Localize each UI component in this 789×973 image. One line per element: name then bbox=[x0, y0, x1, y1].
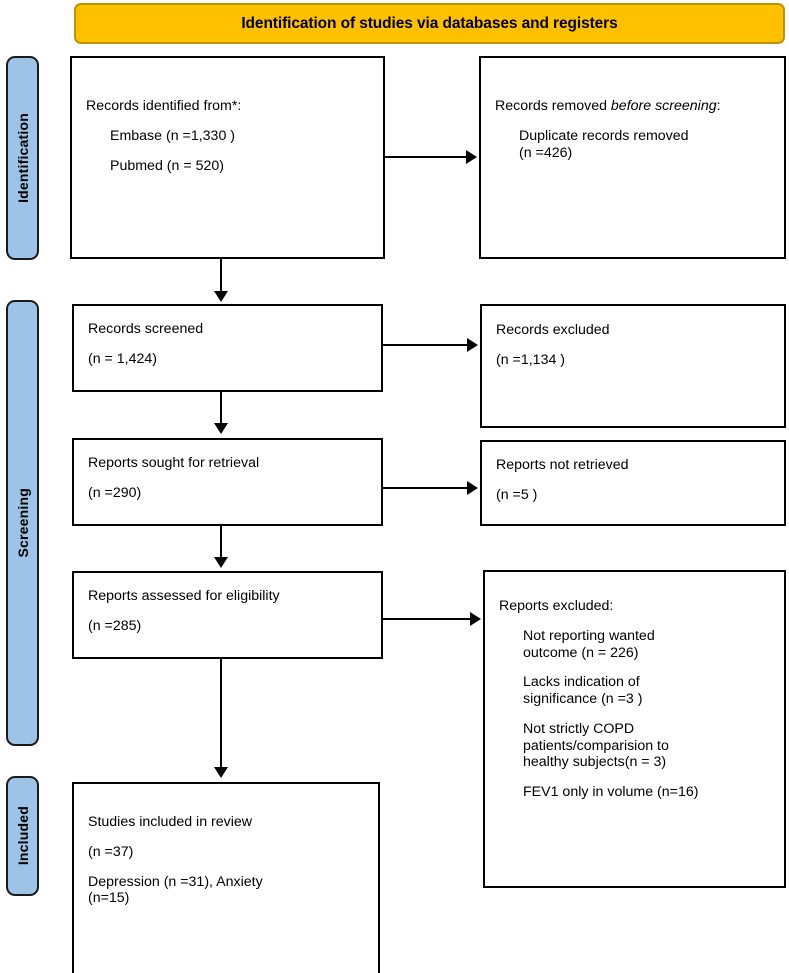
duplicate-records-removed-count: (n =426) bbox=[519, 144, 573, 161]
records-identified-source-embase: Embase (n =1,330 ) bbox=[110, 127, 235, 144]
duplicate-records-removed-label: Duplicate records removed bbox=[519, 127, 689, 144]
banner-title: Identification of studies via databases … bbox=[241, 14, 618, 32]
node-studies-included: Studies included in review (n =37) Depre… bbox=[72, 782, 380, 973]
reports-excluded-reason-1-line-1: Not reporting wanted bbox=[523, 627, 655, 644]
node-reports-not-retrieved: Reports not retrieved (n =5 ) bbox=[480, 440, 786, 526]
records-screened-title: Records screened bbox=[88, 321, 204, 337]
stage-identification-text: Identification bbox=[14, 113, 31, 203]
reports-excluded-title: Reports excluded: bbox=[499, 598, 614, 614]
node-reports-sought-body: Reports sought for retrieval (n =290) bbox=[88, 455, 371, 502]
reports-excluded-reason-3-line-1: Not strictly COPD bbox=[523, 720, 635, 737]
arrowhead-screened-to-sought bbox=[214, 423, 228, 434]
connector-screened-to-records-excluded bbox=[383, 344, 469, 346]
node-records-screened: Records screened (n = 1,424) bbox=[72, 304, 383, 392]
reports-excluded-reason-2-line-1: Lacks indication of bbox=[523, 674, 640, 691]
connector-identified-to-removed bbox=[385, 156, 468, 158]
diagram-banner: Identification of studies via databases … bbox=[74, 3, 785, 44]
node-records-excluded: Records excluded (n =1,134 ) bbox=[480, 304, 786, 428]
node-records-removed-body: Records removed before screening: Duplic… bbox=[495, 98, 774, 161]
reports-excluded-reason-3-line-3: healthy subjects(n = 3) bbox=[523, 754, 667, 771]
node-records-screened-body: Records screened (n = 1,424) bbox=[88, 321, 371, 368]
reports-not-retrieved-title: Reports not retrieved bbox=[496, 457, 629, 473]
node-reports-excluded: Reports excluded: Not reporting wanted o… bbox=[483, 570, 786, 888]
connector-sought-to-not-retrieved bbox=[383, 487, 469, 489]
records-screened-count: (n = 1,424) bbox=[88, 350, 158, 367]
node-records-identified: Records identified from*: Embase (n =1,3… bbox=[70, 56, 385, 259]
records-excluded-title: Records excluded bbox=[496, 322, 610, 338]
records-removed-title-emphasis: before screening bbox=[610, 98, 717, 114]
arrowhead-identified-to-removed bbox=[466, 150, 477, 164]
node-records-identified-body: Records identified from*: Embase (n =1,3… bbox=[86, 98, 373, 174]
stage-screening-text: Screening bbox=[14, 488, 31, 558]
reports-excluded-reason-1-line-2: outcome (n = 226) bbox=[523, 644, 639, 661]
node-reports-assessed: Reports assessed for eligibility (n =285… bbox=[72, 571, 383, 659]
reports-sought-title: Reports sought for retrieval bbox=[88, 455, 260, 471]
connector-identified-to-screened bbox=[220, 259, 222, 293]
reports-assessed-title: Reports assessed for eligibility bbox=[88, 588, 280, 604]
connector-assessed-to-included bbox=[220, 659, 222, 769]
connector-assessed-to-reports-excluded bbox=[383, 618, 472, 620]
stage-included-text: Included bbox=[14, 806, 31, 866]
records-removed-title-suffix: : bbox=[716, 98, 721, 114]
node-records-excluded-body: Records excluded (n =1,134 ) bbox=[496, 322, 774, 369]
arrowhead-assessed-to-reports-excluded bbox=[470, 612, 481, 626]
node-records-removed: Records removed before screening: Duplic… bbox=[479, 56, 786, 259]
arrowhead-assessed-to-included bbox=[214, 767, 228, 778]
records-identified-source-pubmed: Pubmed (n = 520) bbox=[110, 157, 224, 174]
studies-included-title: Studies included in review bbox=[88, 814, 253, 830]
reports-excluded-reason-4-line-1: FEV1 only in volume (n=16) bbox=[523, 784, 699, 800]
studies-included-breakdown-line-2: (n=15) bbox=[88, 890, 130, 907]
arrowhead-sought-to-not-retrieved bbox=[467, 481, 478, 495]
node-studies-included-body: Studies included in review (n =37) Depre… bbox=[88, 814, 368, 907]
stage-label-screening: Screening bbox=[6, 300, 39, 746]
connector-screened-to-sought bbox=[220, 392, 222, 425]
reports-assessed-count: (n =285) bbox=[88, 617, 142, 634]
records-removed-title: Records removed before screening: bbox=[495, 98, 774, 115]
connector-sought-to-assessed bbox=[220, 526, 222, 559]
stage-label-identification: Identification bbox=[6, 56, 39, 260]
reports-not-retrieved-count: (n =5 ) bbox=[496, 486, 538, 503]
node-reports-not-retrieved-body: Reports not retrieved (n =5 ) bbox=[496, 457, 774, 504]
records-identified-title: Records identified from*: bbox=[86, 98, 242, 114]
reports-excluded-reason-3-line-2: patients/comparision to bbox=[523, 737, 669, 754]
node-reports-excluded-body: Reports excluded: Not reporting wanted o… bbox=[499, 598, 774, 801]
arrowhead-screened-to-records-excluded bbox=[467, 338, 478, 352]
records-removed-title-prefix: Records removed bbox=[495, 98, 611, 114]
reports-excluded-reason-2-line-2: significance (n =3 ) bbox=[523, 691, 643, 707]
node-reports-sought: Reports sought for retrieval (n =290) bbox=[72, 438, 383, 526]
node-reports-assessed-body: Reports assessed for eligibility (n =285… bbox=[88, 588, 371, 635]
reports-sought-count: (n =290) bbox=[88, 484, 142, 501]
records-excluded-count: (n =1,134 ) bbox=[496, 351, 566, 368]
arrowhead-identified-to-screened bbox=[214, 291, 228, 302]
studies-included-count: (n =37) bbox=[88, 843, 134, 860]
studies-included-breakdown-line-1: Depression (n =31), Anxiety bbox=[88, 873, 263, 890]
arrowhead-sought-to-assessed bbox=[214, 557, 228, 568]
stage-label-included: Included bbox=[6, 776, 39, 896]
